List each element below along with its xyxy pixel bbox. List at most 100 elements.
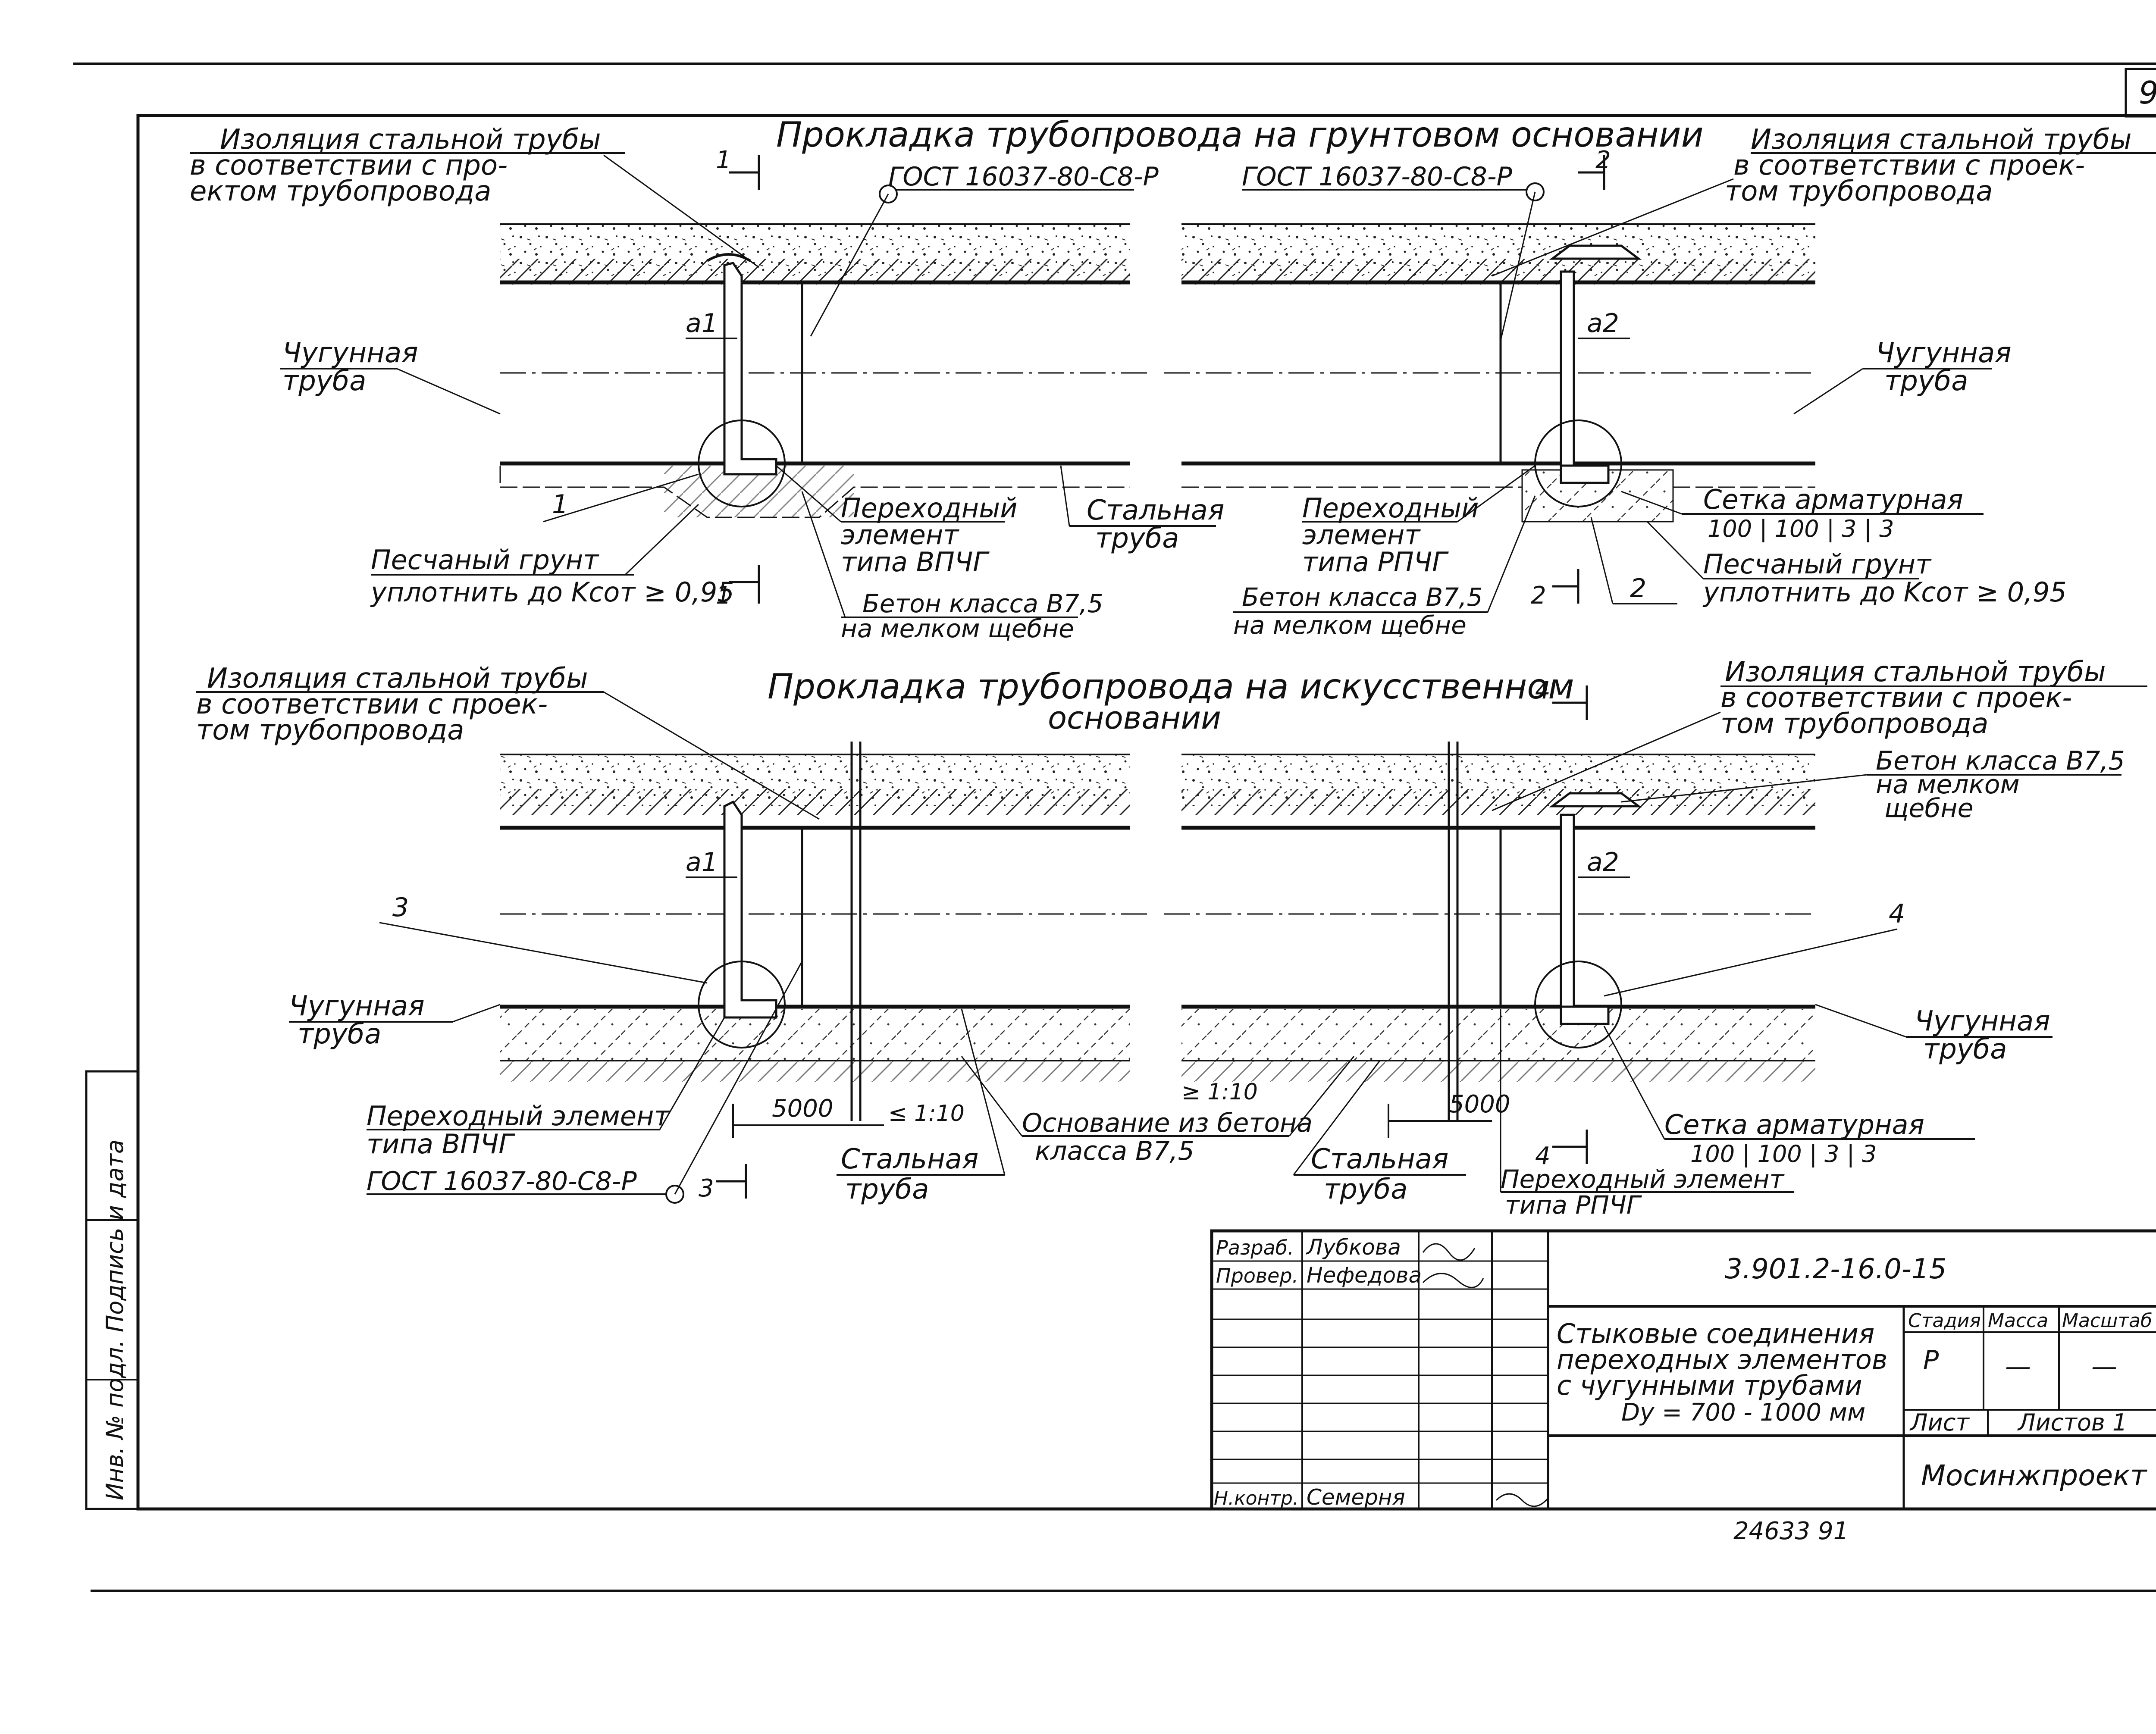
label-detail-2: 2 2	[1531, 517, 1677, 610]
svg-text:Стадия: Стадия	[1908, 1310, 1981, 1332]
label-steel-pipe-4: Стальная труба	[1293, 1060, 1466, 1205]
svg-text:уплотнить до Kсот ≥ 0,95: уплотнить до Kсот ≥ 0,95	[370, 576, 734, 608]
label-detail-3: 3	[379, 892, 708, 984]
svg-text:на мелком щебне: на мелком щебне	[1233, 610, 1467, 640]
svg-text:на мелком щебне: на мелком щебне	[841, 614, 1074, 643]
organization: Мосинжпроект	[1921, 1459, 2148, 1492]
svg-text:Семерня: Семерня	[1307, 1485, 1405, 1510]
svg-text:типа РПЧГ: типа РПЧГ	[1505, 1190, 1642, 1220]
svg-text:Сетка арматурная: Сетка арматурная	[1703, 484, 1963, 515]
svg-text:Переходный элемент: Переходный элемент	[367, 1100, 671, 1132]
svg-text:Листов 1: Листов 1	[2017, 1409, 2127, 1436]
svg-text:4: 4	[1535, 1142, 1551, 1170]
svg-text:5000: 5000	[772, 1095, 834, 1123]
svg-text:1: 1	[716, 146, 731, 174]
svg-text:основании: основании	[1048, 700, 1221, 736]
svg-text:Разраб.: Разраб.	[1216, 1236, 1294, 1259]
svg-text:том трубопровода: том трубопровода	[1720, 708, 1988, 740]
svg-text:в соответствии с проек-: в соответствии с проек-	[1720, 682, 2072, 714]
label-cast-pipe-1: Чугунная труба	[280, 337, 501, 415]
title-block	[1210, 1229, 2156, 1511]
label-concrete-4: Бетон класса В7,5 на мелком щебне	[1621, 746, 2125, 823]
svg-text:в соответствии с про-: в соответствии с про-	[190, 150, 508, 182]
label-gap-a2-b: a2	[1587, 847, 1619, 877]
label-detail-1: 1	[543, 473, 699, 523]
doc-code: 3.901.2-16.0-15	[1725, 1253, 1946, 1285]
svg-text:Стыковые соединения: Стыковые соединения	[1557, 1318, 1874, 1349]
stamp-roles: Разраб. Лубкова Провер. Нефедова Н.контр…	[1214, 1235, 1549, 1510]
svg-text:труба: труба	[282, 365, 366, 397]
svg-text:Стальная: Стальная	[1311, 1143, 1448, 1175]
svg-text:ГОСТ 16037-80-С8-Р: ГОСТ 16037-80-С8-Р	[1242, 162, 1513, 192]
svg-text:труба: труба	[1324, 1174, 1407, 1205]
label-transition-1: Переходный элемент типа ВПЧГ	[776, 465, 1018, 578]
svg-text:Основание из бетона: Основание из бетона	[1022, 1108, 1313, 1138]
stamp-headers: Стадия Масса Масштаб Р — — Лист Листов 1	[1908, 1310, 2152, 1436]
svg-text:труба: труба	[1923, 1033, 2007, 1065]
svg-text:Сетка арматурная: Сетка арматурная	[1664, 1109, 1924, 1140]
svg-text:труба: труба	[1095, 523, 1179, 554]
label-detail-4: 4	[1604, 899, 1905, 997]
svg-text:Лист: Лист	[1909, 1409, 1970, 1436]
svg-text:2: 2	[1630, 573, 1646, 604]
svg-text:Стальная: Стальная	[841, 1143, 978, 1175]
pipe-view-3	[500, 742, 1147, 1121]
svg-text:в соответствии с проек-: в соответствии с проек-	[196, 689, 548, 720]
svg-text:Переходный элемент: Переходный элемент	[1501, 1164, 1785, 1194]
svg-text:Бетон класса В7,5: Бетон класса В7,5	[1242, 582, 1483, 612]
svg-text:Бетон класса В7,5: Бетон класса В7,5	[862, 589, 1103, 618]
svg-text:труба: труба	[845, 1174, 929, 1205]
svg-text:Песчаный грунт: Песчаный грунт	[1703, 548, 1932, 580]
label-transition-3: Переходный элемент типа ВПЧГ	[367, 1017, 725, 1160]
label-concrete-1: Бетон класса В7,5 на мелком щебне	[801, 491, 1103, 643]
svg-text:100 | 100 | 3 | 3: 100 | 100 | 3 | 3	[1690, 1140, 1877, 1167]
svg-text:Н.контр.: Н.контр.	[1214, 1487, 1299, 1509]
svg-text:ектом трубопровода: ектом трубопровода	[190, 175, 491, 207]
dim-5000-left: 5000 ≤ 1:10	[732, 1095, 965, 1138]
label-gost-3: ГОСТ 16037-80-С8-Р 3	[367, 961, 803, 1204]
sheet-frame	[73, 63, 2156, 1592]
pipe-view-2	[1164, 223, 1815, 523]
svg-text:≤ 1:10: ≤ 1:10	[888, 1101, 965, 1127]
svg-text:уплотнить до Kсот ≥ 0,95: уплотнить до Kсот ≥ 0,95	[1702, 576, 2067, 608]
svg-text:элемент: элемент	[841, 519, 959, 551]
svg-text:4: 4	[1889, 899, 1905, 929]
svg-text:с чугунными трубами: с чугунными трубами	[1557, 1370, 1862, 1401]
section-cut-1: 1 1	[716, 146, 760, 610]
svg-text:класса В7,5: класса В7,5	[1035, 1136, 1194, 1166]
svg-text:типа РПЧГ: типа РПЧГ	[1302, 546, 1449, 578]
svg-text:—: —	[2005, 1352, 2031, 1382]
svg-text:том трубопровода: том трубопровода	[196, 714, 464, 746]
svg-text:Чугунная: Чугунная	[289, 990, 425, 1022]
label-gap-a1-b: a1	[686, 847, 718, 877]
svg-text:Стальная: Стальная	[1087, 495, 1224, 526]
svg-text:Переходный: Переходный	[1302, 492, 1479, 524]
svg-text:типа ВПЧГ: типа ВПЧГ	[367, 1128, 515, 1160]
svg-text:Масштаб: Масштаб	[2062, 1310, 2152, 1332]
label-transition-4: Переходный элемент типа РПЧГ 4	[1500, 1009, 1794, 1220]
svg-text:Провер.: Провер.	[1216, 1264, 1298, 1287]
svg-text:Чугунная: Чугунная	[1876, 337, 2012, 369]
label-sand-1: Песчаный грунт уплотнить до Kсот ≥ 0,95	[370, 504, 734, 608]
pipe-view-4	[1164, 742, 1815, 1121]
label-transition-2: Переходный элемент типа РПЧГ	[1302, 465, 1536, 578]
svg-text:переходных элементов: переходных элементов	[1557, 1344, 1887, 1375]
svg-text:элемент: элемент	[1302, 519, 1421, 551]
svg-text:Лубкова: Лубкова	[1306, 1235, 1401, 1260]
label-mesh-1: Сетка арматурная 100 | 100 | 3 | 3	[1621, 484, 1984, 542]
label-insulation-1: Изоляция стальной трубы в соответствии с…	[190, 124, 759, 268]
svg-text:Переходный: Переходный	[841, 492, 1018, 524]
label-cast-pipe-4: Чугунная труба	[1815, 1004, 2053, 1065]
doc-title: Стыковые соединения переходных элементов…	[1557, 1318, 1887, 1427]
svg-text:в соответствии с проек-: в соответствии с проек-	[1733, 150, 2085, 182]
section1-title: Прокладка трубопровода на грунтовом осно…	[776, 115, 1704, 155]
inventory-number: 24633 91	[1733, 1517, 1849, 1545]
label-cast-pipe-3: Чугунная труба	[289, 990, 501, 1050]
label-mesh-2: Сетка арматурная 100 | 100 | 3 | 3	[1603, 1026, 1975, 1167]
svg-text:≥ 1:10: ≥ 1:10	[1181, 1079, 1258, 1105]
label-steel-pipe-3: Стальная труба	[837, 1008, 1006, 1205]
svg-text:Чугунная: Чугунная	[1915, 1005, 2050, 1037]
svg-text:Масса: Масса	[1988, 1310, 2048, 1332]
label-insulation-4: Изоляция стальной трубы в соответствии с…	[1492, 656, 2147, 811]
